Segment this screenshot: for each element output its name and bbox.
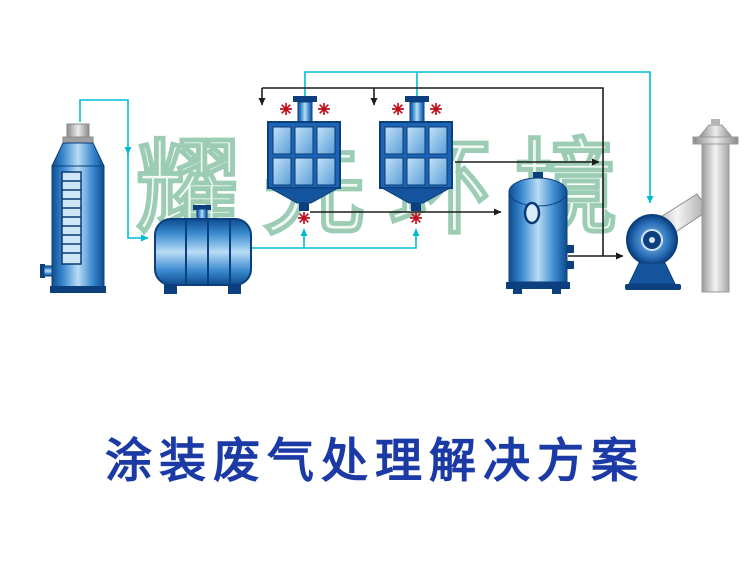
box-inlet-flange xyxy=(405,96,429,102)
pipe-top-header xyxy=(304,71,654,204)
pipe-unit-to-box2 xyxy=(251,228,420,249)
box-hopper xyxy=(380,187,452,204)
slide-title: 涂装废气处理解决方案 xyxy=(105,436,645,488)
tower-cap-rim xyxy=(62,136,94,144)
red-valve-icon xyxy=(429,102,443,116)
tower-ladder-frame xyxy=(61,171,82,265)
tower-base xyxy=(50,286,106,293)
unit-leg-left xyxy=(164,284,177,294)
unit-shell xyxy=(154,218,252,286)
unit-section-dividers xyxy=(185,220,231,284)
adsorption-box-2 xyxy=(379,96,453,225)
red-valve-icon xyxy=(279,102,293,116)
box-hopper xyxy=(268,187,340,204)
chimney-stack xyxy=(692,119,739,293)
fan-pedestal xyxy=(628,262,676,285)
duct-top-header xyxy=(262,87,604,256)
box-filter-panels xyxy=(384,126,448,186)
pipe-tower-outlet-1 xyxy=(79,99,132,155)
tank-leg-right xyxy=(552,289,561,294)
filter-panel xyxy=(406,157,426,186)
filter-panel xyxy=(272,126,292,155)
box-filter-panels xyxy=(272,126,336,186)
fan-base xyxy=(625,284,681,290)
fan-blower xyxy=(625,193,710,290)
tank-side-flange-top xyxy=(567,245,574,253)
tank-base xyxy=(506,282,570,289)
tank-sight-window xyxy=(523,201,541,225)
tower-drain-flange xyxy=(40,264,45,278)
red-valve-icon xyxy=(317,102,331,116)
tank-top-stub xyxy=(533,172,543,180)
fan-hub-center xyxy=(649,237,655,243)
stack-cap-brim xyxy=(692,136,739,145)
filter-panel xyxy=(272,157,292,186)
adsorption-box-1 xyxy=(267,96,341,225)
pipe-tower-outlet-2 xyxy=(127,152,149,242)
filter-panel xyxy=(384,157,404,186)
horizontal-treatment-unit xyxy=(154,205,252,294)
filter-panel xyxy=(316,157,336,186)
tank-side-flange-bottom xyxy=(567,261,574,269)
box-inlet-flange xyxy=(293,96,317,102)
tower-flare xyxy=(51,142,105,167)
red-valve-icon xyxy=(409,211,423,225)
tank-dome xyxy=(508,177,568,207)
gas-pipe-network xyxy=(79,71,654,249)
tank-leg-left xyxy=(513,289,522,294)
box-hopper-outlet xyxy=(411,203,421,211)
spray-tower xyxy=(40,123,106,293)
red-valve-icon xyxy=(297,211,311,225)
stack-body xyxy=(701,142,730,293)
filter-panel xyxy=(294,157,314,186)
filter-panel xyxy=(428,126,448,155)
box-hopper-outlet xyxy=(299,203,309,211)
duct-pipe-network xyxy=(258,87,624,260)
box-inlet-neck xyxy=(297,101,313,123)
stack-cap-finial xyxy=(711,119,720,125)
stack-cap-cone xyxy=(697,124,734,138)
unit-nozzle-flange xyxy=(193,205,211,210)
red-valve-icon xyxy=(391,102,405,116)
vertical-tank xyxy=(506,172,574,294)
filter-panel xyxy=(316,126,336,155)
box-inlet-neck xyxy=(409,101,425,123)
filter-panel xyxy=(294,126,314,155)
tower-ladder-rungs xyxy=(62,180,81,254)
filter-panel xyxy=(384,126,404,155)
filter-panel xyxy=(428,157,448,186)
unit-leg-right xyxy=(228,284,241,294)
filter-panel xyxy=(406,126,426,155)
